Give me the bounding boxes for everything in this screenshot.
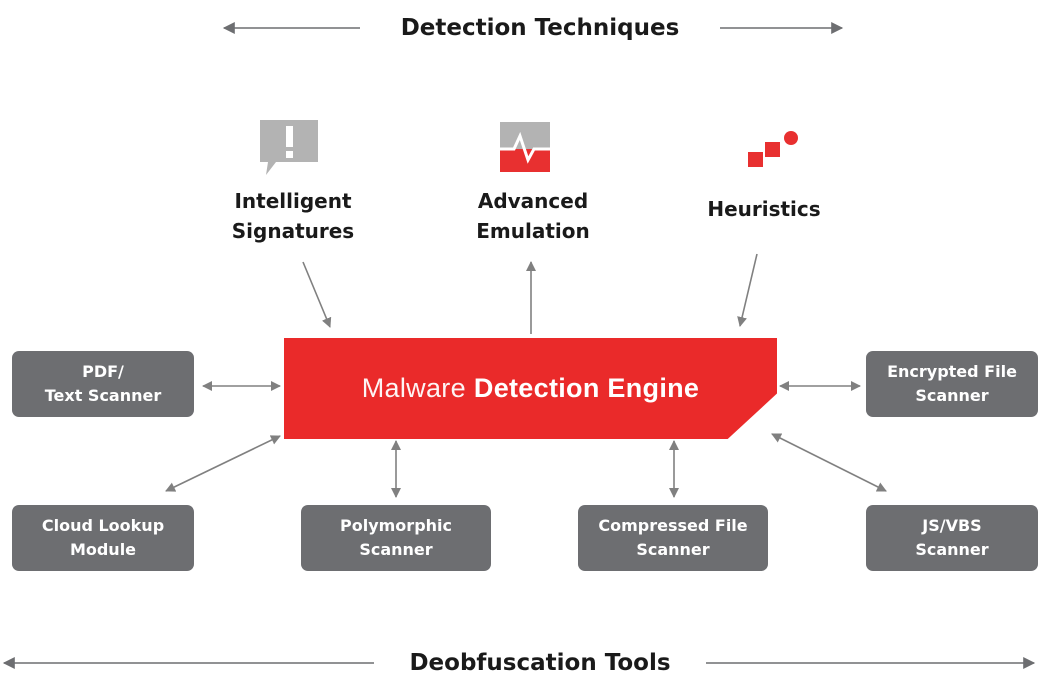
technique-intelligent-signatures: Intelligent Signatures bbox=[231, 189, 355, 243]
banner-detection-techniques: Detection Techniques bbox=[360, 8, 720, 48]
pdf-text-scanner: PDF/ Text Scanner bbox=[12, 351, 194, 417]
arrow-cloud-lookup-module bbox=[165, 435, 281, 492]
engine-label-light: Malware bbox=[361, 373, 466, 403]
rising-dots-icon bbox=[748, 131, 798, 167]
polymorphic-scanner: Polymorphic Scanner bbox=[301, 505, 491, 571]
alert-speech-bubble-icon bbox=[260, 120, 318, 175]
arrow-heuristics-to-engine bbox=[737, 253, 758, 327]
malware-detection-engine: Malware Detection Engine bbox=[284, 338, 777, 439]
encrypted-file-scanner: Encrypted File Scanner bbox=[866, 351, 1038, 417]
arrow-signatures-to-engine bbox=[302, 261, 332, 328]
cloud-lookup-module: Cloud Lookup Module bbox=[12, 505, 194, 571]
arrow-js-vbs-scanner bbox=[771, 433, 887, 492]
pulse-window-icon bbox=[500, 122, 550, 172]
js-vbs-scanner: JS/VBS Scanner bbox=[866, 505, 1038, 571]
technique-heuristics: Heuristics bbox=[707, 197, 821, 221]
technique-advanced-emulation: Advanced Emulation bbox=[476, 189, 590, 243]
engine-label-strong: Detection Engine bbox=[473, 373, 700, 403]
compressed-file-scanner: Compressed File Scanner bbox=[578, 505, 768, 571]
banner-deobfuscation-tools: Deobfuscation Tools bbox=[374, 643, 706, 683]
